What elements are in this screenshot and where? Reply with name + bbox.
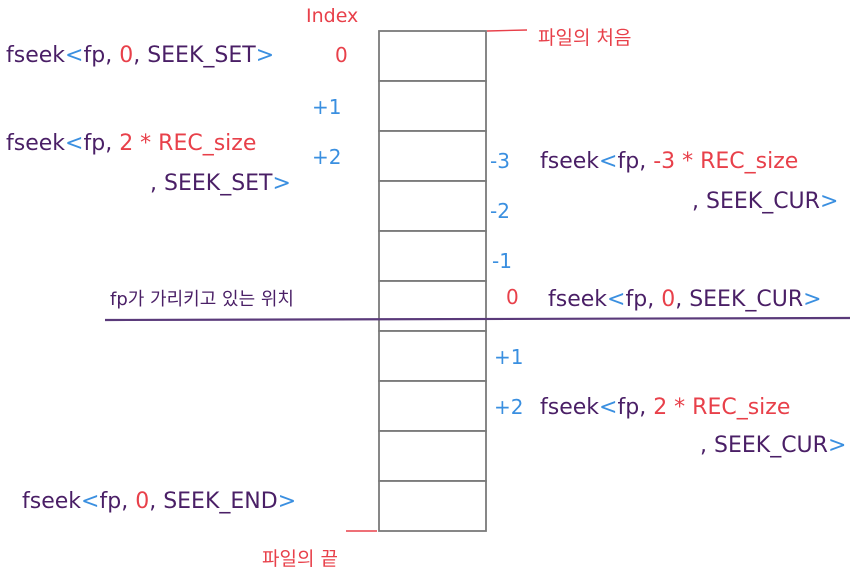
call-seek-end-0: fseek<fp, 0, SEEK_END> (22, 489, 296, 514)
call-close-bracket: > (278, 489, 296, 514)
call-origin: SEEK_SET (164, 171, 273, 196)
call-close-bracket: > (803, 287, 821, 312)
file-end-label: 파일의 끝 (262, 548, 338, 570)
call-seek-cur-2-line2: , SEEK_CUR> (700, 433, 846, 458)
record-cell (378, 280, 487, 332)
call-origin: SEEK_SET (147, 43, 256, 68)
call-seek-cur-2: fseek<fp, 2 * REC_size (540, 395, 790, 420)
index-label: Index (306, 5, 358, 27)
call-open-bracket: < (65, 131, 83, 156)
right-offset-plus2: +2 (494, 395, 523, 419)
call-fn: fseek (6, 131, 65, 156)
call-origin: SEEK_END (163, 489, 278, 514)
current-position-label: fp가 가리키고 있는 위치 (110, 289, 294, 310)
record-cell (378, 380, 487, 432)
call-fp: fp (617, 395, 639, 420)
call-arg: 0 (661, 287, 675, 312)
record-cell (378, 30, 487, 82)
call-fn: fseek (6, 43, 65, 68)
right-offset-minus1: -1 (492, 249, 512, 273)
record-cell (378, 480, 487, 532)
record-cell (378, 130, 487, 182)
file-start-label: 파일의 처음 (538, 27, 631, 49)
call-origin: SEEK_CUR (706, 189, 820, 214)
call-fn: fseek (540, 395, 599, 420)
call-arg: 2 * REC_size (119, 131, 256, 156)
call-open-bracket: < (599, 395, 617, 420)
call-arg: 2 * REC_size (653, 395, 790, 420)
right-offset-zero: 0 (506, 285, 519, 309)
call-seek-set-0: fseek<fp, 0, SEEK_SET> (6, 43, 274, 68)
call-open-bracket: < (65, 43, 83, 68)
left-offset-0: 0 (335, 43, 348, 67)
call-close-bracket: > (820, 189, 838, 214)
record-cell (378, 330, 487, 382)
record-cell (378, 80, 487, 132)
right-offset-plus1: +1 (494, 345, 523, 369)
call-origin: SEEK_CUR (689, 287, 803, 312)
call-arg: -3 * REC_size (653, 149, 798, 174)
call-close-bracket: > (828, 433, 846, 458)
left-offset-plus1: +1 (312, 95, 341, 119)
call-seek-set-2: fseek<fp, 2 * REC_size (6, 131, 256, 156)
call-fp: fp (617, 149, 639, 174)
call-open-bracket: < (607, 287, 625, 312)
left-offset-plus2: +2 (312, 145, 341, 169)
record-cell (378, 180, 487, 232)
file-start-pointer (486, 29, 528, 32)
call-arg: 0 (119, 43, 133, 68)
current-position-line (104, 316, 851, 322)
call-fp: fp (99, 489, 121, 514)
record-stack (378, 30, 487, 532)
call-close-bracket: > (256, 43, 274, 68)
right-offset-minus3: -3 (490, 149, 510, 173)
call-origin: SEEK_CUR (714, 433, 828, 458)
call-fp: fp (625, 287, 647, 312)
record-cell (378, 230, 487, 282)
call-fn: fseek (540, 149, 599, 174)
call-fp: fp (83, 43, 105, 68)
call-fn: fseek (548, 287, 607, 312)
call-open-bracket: < (81, 489, 99, 514)
call-fp: fp (83, 131, 105, 156)
call-seek-cur-m3: fseek<fp, -3 * REC_size (540, 149, 798, 174)
call-seek-cur-0: fseek<fp, 0, SEEK_CUR> (548, 287, 822, 312)
call-seek-set-2-line2: , SEEK_SET> (150, 171, 291, 196)
record-cell (378, 430, 487, 482)
call-close-bracket: > (273, 171, 291, 196)
call-arg: 0 (135, 489, 149, 514)
right-offset-minus2: -2 (490, 199, 510, 223)
call-fn: fseek (22, 489, 81, 514)
call-seek-cur-m3-line2: , SEEK_CUR> (692, 189, 838, 214)
call-open-bracket: < (599, 149, 617, 174)
